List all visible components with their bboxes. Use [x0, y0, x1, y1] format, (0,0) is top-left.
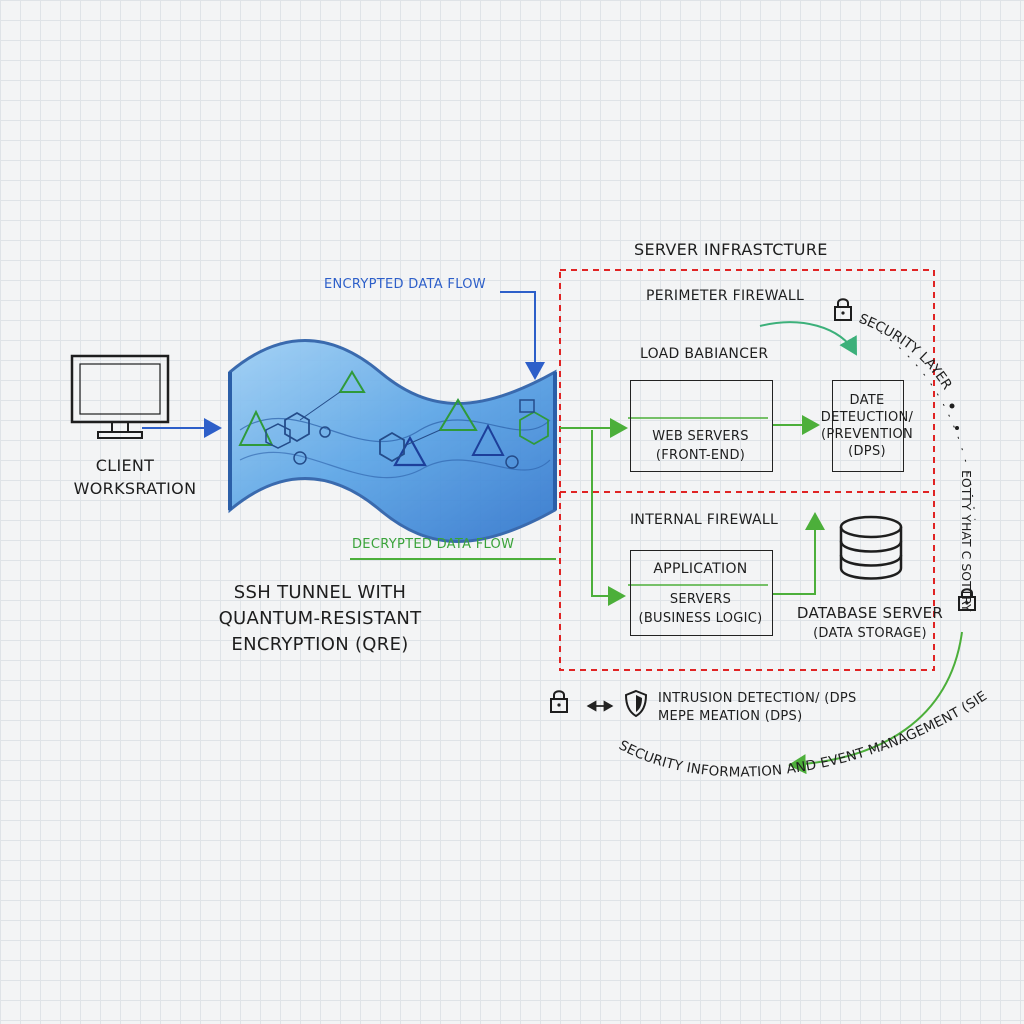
- internal-firewall-label: INTERNAL FIREWALL: [630, 512, 779, 528]
- decrypted-flow-label: DECRYPTED DATA FLOW: [352, 537, 515, 552]
- shield-icon: [624, 689, 648, 718]
- database-server-label: DATABASE SERVER: [796, 604, 944, 622]
- web-servers-label: WEB SERVERS: [652, 429, 749, 444]
- encrypted-flow-label: ENCRYPTED DATA FLOW: [324, 277, 486, 292]
- monitor-icon: [70, 354, 170, 439]
- application-servers-label: SERVERS: [669, 592, 732, 607]
- perimeter-boundary: [559, 269, 935, 671]
- security-vertical-label: EOTTY YHAT C SOTTRY: [959, 470, 974, 612]
- detection-label-line3: (PREVENTION: [820, 427, 914, 442]
- intrusion-prevention-label: MEPE MEATION (DPS): [658, 709, 803, 724]
- client-label-line1: CLIENT: [95, 456, 155, 475]
- detection-box: [832, 380, 904, 472]
- lock-icon: [834, 298, 852, 321]
- detection-label-line2: DETEUCTION/: [820, 410, 914, 425]
- application-label: APPLICATION: [653, 561, 748, 577]
- web-servers-box: [630, 380, 773, 472]
- ssh-tunnel-shape: [228, 339, 557, 543]
- web-servers-sublabel: (FRONT-END): [655, 448, 746, 463]
- lock-icon: [958, 588, 976, 611]
- application-servers-sublabel: (BUSINESS LOGIC): [638, 611, 763, 626]
- siem-feedback-arrow: [788, 631, 963, 775]
- server-infrastructure-title: SERVER INFRASTCTURE: [634, 240, 828, 259]
- intrusion-detection-label: INTRUSION DETECTION/ (DPS: [658, 691, 857, 706]
- tunnel-label-line1: SSH TUNNEL WITH: [233, 582, 407, 603]
- detection-label-line4: (DPS): [848, 444, 886, 459]
- encrypted-flow-arrow: [500, 291, 545, 380]
- tunnel-label-line2: QUANTUM-RESISTANT: [218, 608, 422, 629]
- tunnel-label-line3: ENCRYPTION (QRE): [231, 634, 409, 655]
- database-icon: [839, 515, 903, 580]
- database-server-sublabel: (DATA STORAGE): [813, 626, 927, 641]
- perimeter-firewall-label: PERIMETER FIREWALL: [646, 288, 805, 304]
- application-servers-box: [630, 550, 773, 636]
- lock-icon: [550, 690, 568, 713]
- client-label-line2: WORKSRATION: [73, 479, 197, 498]
- detection-label-line1: DATE: [849, 393, 885, 408]
- load-balancer-label: LOAD BABIANCER: [640, 346, 769, 362]
